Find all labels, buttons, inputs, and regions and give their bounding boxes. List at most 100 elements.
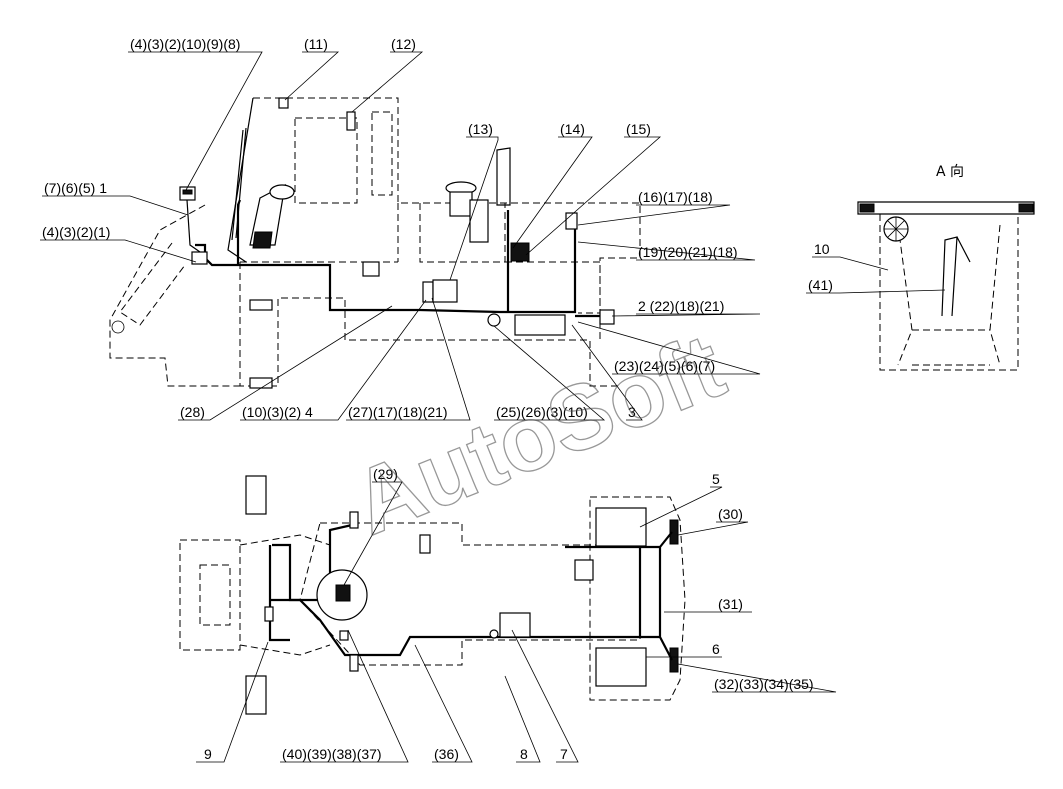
rear-wheel-lower <box>595 647 647 687</box>
a-view: A 向 <box>857 164 1035 371</box>
label-10: (19)(20)(21)(18) <box>638 244 738 260</box>
label-27: (40)(39)(38)(37) <box>282 746 382 762</box>
leader-02 <box>284 51 340 101</box>
label-24: 6 <box>712 641 720 657</box>
a-view-right-lamp <box>1018 203 1034 213</box>
leader-14 <box>240 299 427 421</box>
label-01: (4)(3)(2)(10)(9)(8) <box>130 36 240 52</box>
battery-relay <box>422 281 434 303</box>
top-sensor <box>489 629 499 639</box>
label-03: (12) <box>391 36 416 52</box>
leader-13 <box>178 305 393 421</box>
watermark-text: AutoSoft <box>339 315 737 555</box>
label-28: (36) <box>434 746 459 762</box>
engine-block <box>469 199 489 243</box>
air-cleaner <box>449 191 473 217</box>
leader-08 <box>40 239 197 263</box>
a-view-door-left <box>897 224 913 366</box>
label-19: (41) <box>808 277 833 293</box>
rear-lamp-upper <box>565 212 578 230</box>
front-axle-lamp <box>249 299 273 311</box>
fuel-tank <box>514 314 566 336</box>
label-23: (31) <box>718 596 743 612</box>
label-12: (23)(24)(5)(6)(7) <box>614 358 715 374</box>
cab-beacon <box>346 111 356 131</box>
cab-rear-window <box>371 111 393 196</box>
a-view-roof <box>857 201 1035 215</box>
pedal-switch <box>339 630 349 641</box>
label-09: (16)(17)(18) <box>638 189 713 205</box>
top-battery <box>499 612 531 638</box>
front-axle-outline <box>239 534 331 656</box>
rear-wheel-upper <box>595 507 647 547</box>
leader-07 <box>42 195 189 216</box>
leader-17 <box>571 324 643 421</box>
hood-outline <box>419 203 506 263</box>
leader-25 <box>677 663 837 693</box>
leader-11 <box>611 313 761 317</box>
a-view-wiper <box>941 236 971 317</box>
label-04: (13) <box>468 121 493 137</box>
front-wheel-outline <box>109 204 240 387</box>
label-26: 9 <box>204 746 212 762</box>
rear-lamp-upper-top <box>669 519 679 545</box>
label-11: 2 (22)(18)(21) <box>638 298 724 314</box>
harness-branch-cab <box>236 199 242 265</box>
cab-window <box>294 117 358 204</box>
step-box <box>362 261 380 277</box>
leader-28 <box>414 644 473 763</box>
label-21: 5 <box>712 471 720 487</box>
leader-26 <box>196 641 269 763</box>
leader-06 <box>525 136 662 256</box>
rear-outline <box>589 496 686 701</box>
leader-09 <box>577 204 731 226</box>
leader-10 <box>577 241 756 261</box>
sensor-unit <box>487 313 501 327</box>
pivot-circle <box>111 320 125 334</box>
label-15: (27)(17)(18)(21) <box>348 404 448 420</box>
top-lamp-front <box>349 511 359 529</box>
front-lamp <box>191 251 208 265</box>
top-lamp-rear <box>349 654 359 672</box>
rear-lamp <box>599 309 615 325</box>
harness-dash-branch <box>328 523 353 590</box>
front-pillar <box>227 97 254 263</box>
label-25: (32)(33)(34)(35) <box>714 676 814 692</box>
leader-16 <box>493 325 606 421</box>
top-view <box>179 475 686 715</box>
label-17: 3 <box>628 404 636 420</box>
front-switch <box>264 606 274 622</box>
cab-door-line <box>240 203 399 263</box>
front-wheel-lower <box>245 675 267 715</box>
a-view-fan-blades <box>884 217 908 241</box>
rear-lamp-lower-top <box>669 647 679 673</box>
top-relay <box>419 534 431 554</box>
leader-lines <box>40 51 946 763</box>
leader-03 <box>351 51 424 113</box>
leader-20 <box>343 481 403 586</box>
main-harness-side <box>232 219 577 314</box>
label-22: (30) <box>718 506 743 522</box>
a-view-door-right <box>989 224 1001 366</box>
top-horn <box>574 559 594 581</box>
leader-04 <box>449 136 499 281</box>
leader-01 <box>128 51 263 191</box>
front-loader-arm <box>119 242 186 326</box>
leader-18 <box>812 256 889 271</box>
harness-rear-cross <box>640 531 673 661</box>
side-view <box>109 97 641 389</box>
a-view-left-lamp <box>859 203 875 213</box>
leader-27 <box>280 629 409 763</box>
steering-column-top <box>335 584 351 602</box>
control-switch-knob <box>182 189 193 195</box>
front-loader-outline <box>179 539 241 651</box>
front-wheel-upper <box>245 475 267 515</box>
leader-21 <box>639 486 723 528</box>
horn <box>510 242 530 262</box>
a-view-title: A 向 <box>936 164 964 180</box>
a-view-floor <box>912 329 990 366</box>
leader-12 <box>577 321 761 375</box>
label-02: (11) <box>304 36 328 52</box>
label-06: (15) <box>626 121 651 137</box>
